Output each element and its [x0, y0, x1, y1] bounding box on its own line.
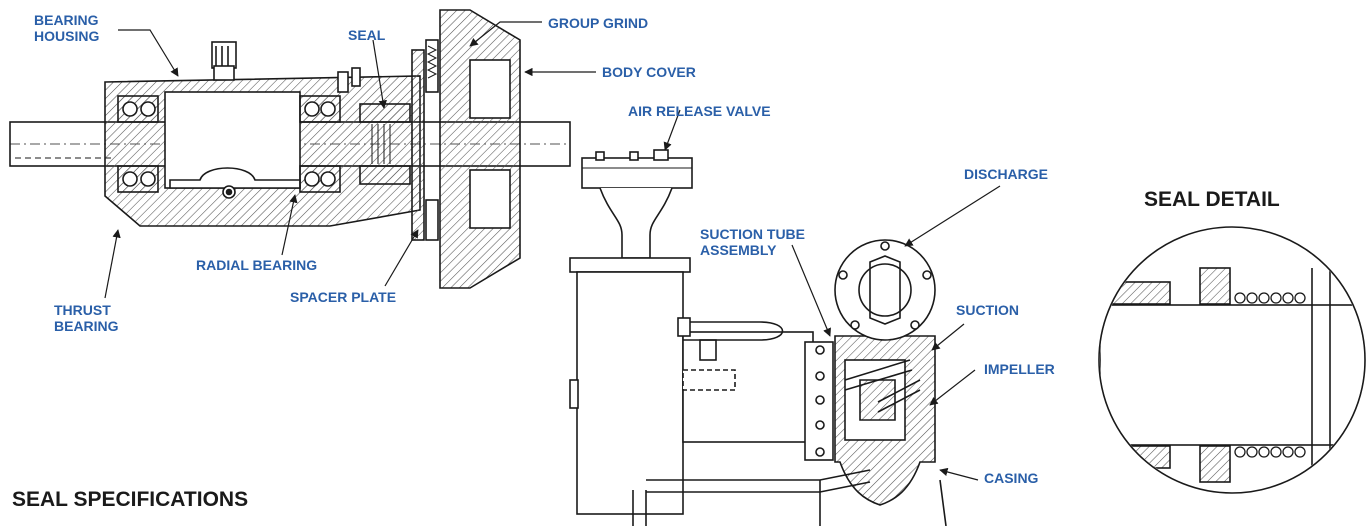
radial-bearing-block — [299, 95, 341, 193]
impeller — [859, 379, 896, 421]
body-cover — [439, 9, 521, 289]
pump-assembly — [569, 149, 947, 526]
seal-detail-view — [1098, 226, 1366, 494]
label-discharge: DISCHARGE — [964, 166, 1049, 182]
label-suction-tube-assembly: SUCTION TUBE ASSEMBLY — [700, 226, 805, 258]
label-thrust-bearing: THRUST BEARING — [54, 302, 119, 334]
spring-icon — [1234, 292, 1306, 458]
label-body-cover: BODY COVER — [602, 64, 696, 80]
label-suction: SUCTION — [956, 302, 1019, 318]
label-bearing-housing: BEARING HOUSING — [34, 12, 100, 44]
label-radial-bearing: RADIAL BEARING — [196, 257, 318, 273]
heading-seal-specifications: SEAL SPECIFICATIONS — [12, 488, 249, 511]
leader-lines-top — [104, 21, 681, 299]
seal-part — [359, 103, 411, 123]
label-air-release-valve: AIR RELEASE VALVE — [628, 103, 771, 119]
label-group-grind: GROUP GRIND — [548, 15, 649, 31]
bearing-assembly — [9, 9, 571, 289]
spacer-plate — [411, 49, 425, 241]
label-casing: CASING — [984, 470, 1039, 486]
label-seal: SEAL — [348, 27, 386, 43]
leader-lines-pump — [791, 185, 1001, 481]
thrust-bearing-block — [117, 95, 159, 193]
air-release-valve — [581, 157, 693, 189]
tank-body — [576, 271, 684, 515]
heading-seal-detail: SEAL DETAIL — [1144, 188, 1280, 211]
label-impeller: IMPELLER — [984, 361, 1055, 377]
label-spacer-plate: SPACER PLATE — [290, 289, 397, 305]
